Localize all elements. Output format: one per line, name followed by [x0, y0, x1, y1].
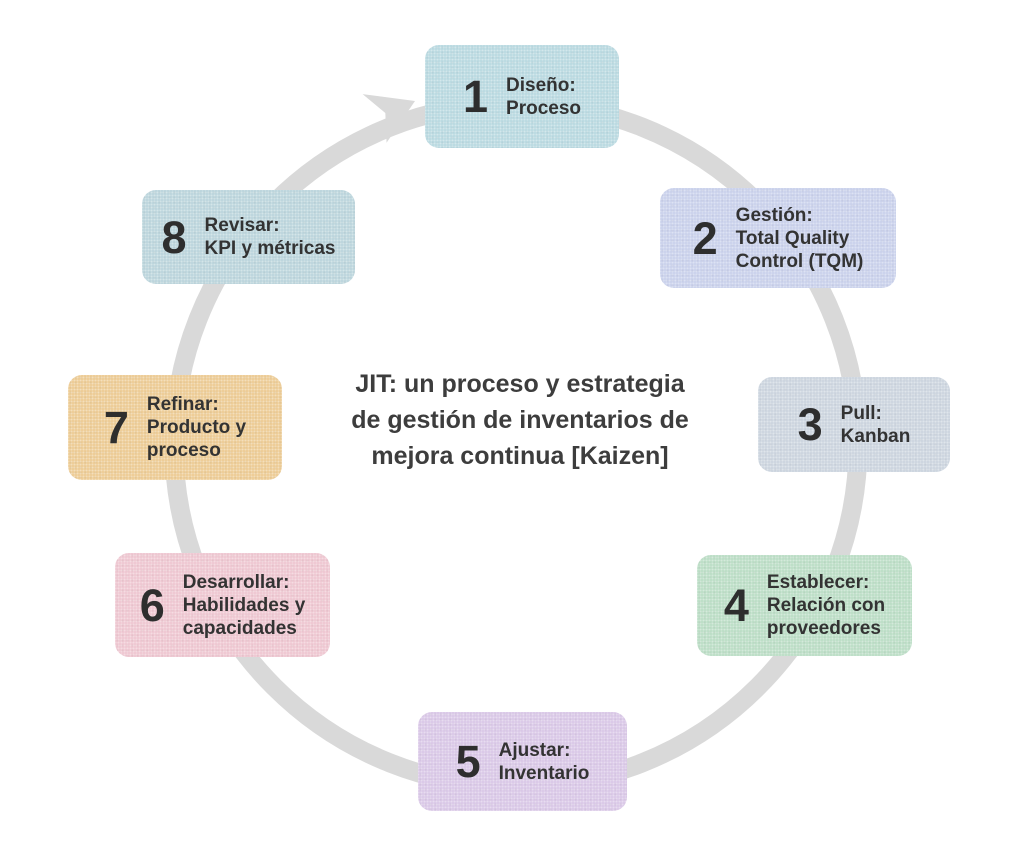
step-3: 3 Pull: Kanban [758, 377, 950, 472]
step-label: Revisar: KPI y métricas [204, 215, 336, 259]
step-label: Establecer: Relación con proveedores [766, 572, 886, 639]
step-7: 7 Refinar: Producto y proceso [68, 375, 282, 480]
step-number: 5 [455, 736, 481, 787]
step-1: 1 Diseño: Proceso [425, 45, 619, 148]
step-label: Refinar: Producto y proceso [146, 394, 247, 461]
step-label: Diseño: Proceso [506, 74, 581, 119]
step-number: 6 [139, 579, 165, 631]
step-label: Desarrollar: Habilidades y capacidades [182, 571, 306, 639]
step-number: 3 [797, 399, 823, 450]
arrow-head-icon [362, 94, 415, 143]
step-number: 2 [692, 212, 718, 264]
step-8: 8 Revisar: KPI y métricas [142, 190, 355, 284]
step-label: Pull: Kanban [840, 402, 911, 447]
step-6: 6 Desarrollar: Habilidades y capacidades [115, 553, 330, 657]
step-label: Gestión: Total Quality Control (TQM) [735, 204, 864, 272]
step-5: 5 Ajustar: Inventario [418, 712, 627, 811]
step-label: Ajustar: Inventario [498, 739, 590, 784]
step-number: 8 [161, 211, 187, 263]
step-number: 4 [723, 580, 749, 631]
step-4: 4 Establecer: Relación con proveedores [697, 555, 912, 656]
step-number: 1 [462, 71, 489, 122]
diagram-title: JIT: un proceso y estrategia de gestión … [351, 370, 689, 470]
step-number: 7 [103, 402, 129, 453]
step-2: 2 Gestión: Total Quality Control (TQM) [660, 188, 896, 288]
